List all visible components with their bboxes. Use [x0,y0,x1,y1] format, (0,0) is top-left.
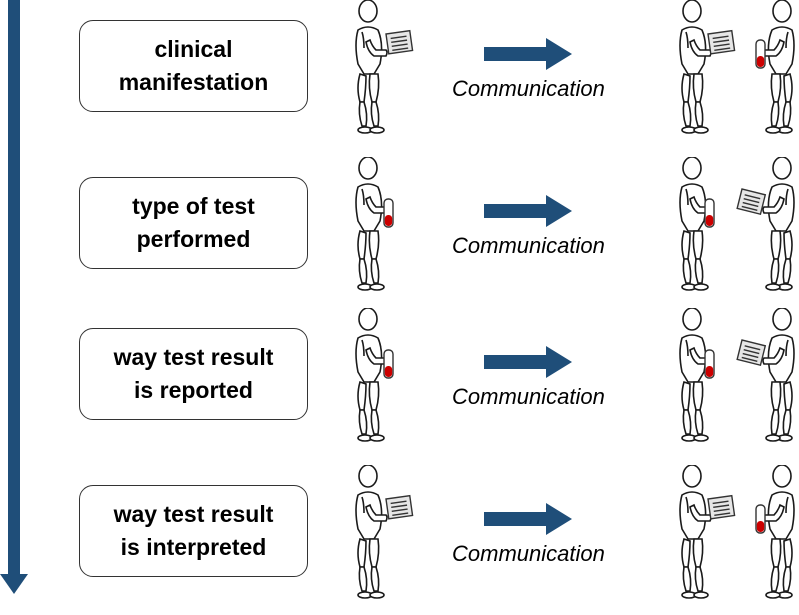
stage-box: clinical manifestation [79,20,308,112]
test-tube-icon [704,198,715,228]
test-tube-icon [755,39,766,69]
clipboard-icon [736,339,767,367]
stage-label: way test result is interpreted [113,500,274,560]
communication-arrow [484,38,572,70]
stage-box: way test result is interpreted [79,485,308,577]
receiver-figure-right [762,465,795,599]
process-flow-arrow [0,0,28,594]
stage-label: clinical manifestation [118,35,269,95]
communication-label: Communication [452,233,605,258]
communication-arrow [484,503,572,535]
people-scene [355,157,795,291]
communication-arrow [484,346,572,378]
sender-figure [355,465,388,599]
sender-figure [355,0,388,134]
stage-label: way test result is reported [113,343,274,403]
communication-label: Communication [452,541,605,566]
stage-box: way test result is reported [79,328,308,420]
communication-label: Communication [452,76,605,101]
test-tube-icon [704,349,715,379]
test-tube-icon [383,198,394,228]
clipboard-icon [385,29,414,55]
clipboard-icon [736,188,767,216]
sender-figure [355,157,388,291]
test-tube-icon [755,504,766,534]
receiver-figure-left [679,465,712,599]
stage-label: type of test performed [132,192,255,252]
clipboard-icon [707,29,736,55]
test-tube-icon [383,349,394,379]
receiver-figure-right [762,0,795,134]
people-scene [355,465,795,599]
people-scene [355,308,795,442]
communication-label: Communication [452,384,605,409]
clipboard-icon [707,494,736,520]
receiver-figure-right [762,157,795,291]
receiver-figure-right [762,308,795,442]
clipboard-icon [385,494,414,520]
sender-figure [355,308,388,442]
people-scene [355,0,795,134]
stage-box: type of test performed [79,177,308,269]
communication-arrow [484,195,572,227]
receiver-figure-left [679,0,712,134]
